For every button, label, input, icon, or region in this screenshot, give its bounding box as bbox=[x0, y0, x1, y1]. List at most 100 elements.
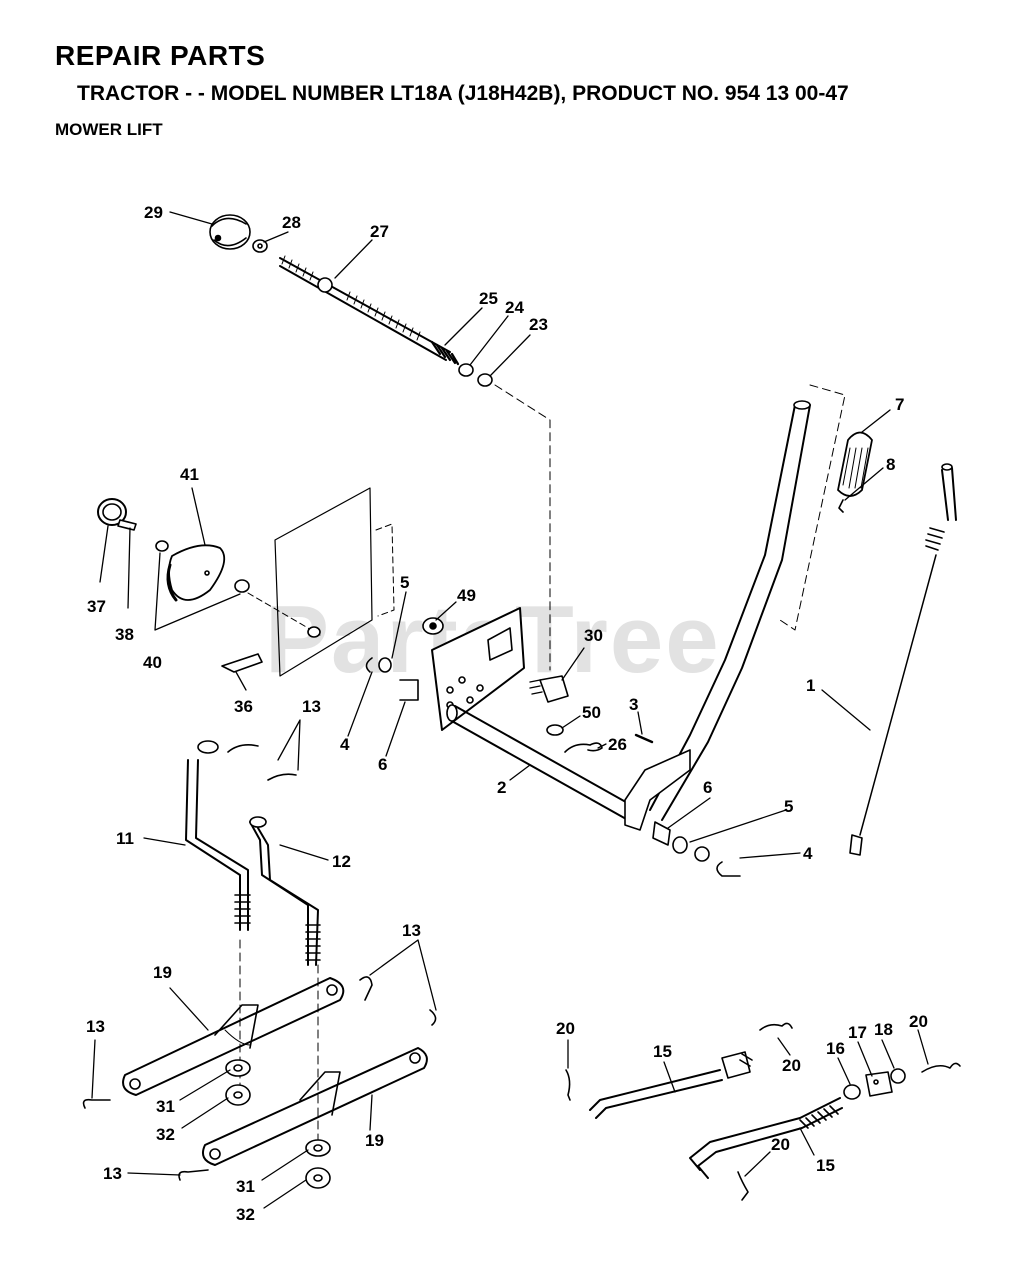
callout-50: 50 bbox=[582, 703, 601, 722]
pin-3 bbox=[634, 733, 654, 744]
callout-20c: 20 bbox=[909, 1012, 928, 1031]
block-17 bbox=[865, 1071, 893, 1097]
callout-6b: 6 bbox=[703, 778, 712, 797]
handle-grip-7 bbox=[837, 431, 873, 497]
clip-20d bbox=[737, 1171, 749, 1201]
nut-32b bbox=[305, 1167, 331, 1189]
callout-23: 23 bbox=[529, 315, 548, 334]
callout-7: 7 bbox=[895, 395, 904, 414]
clip-4a bbox=[365, 657, 373, 673]
bracket-36 bbox=[221, 653, 263, 673]
callout-31b: 31 bbox=[236, 1177, 255, 1196]
callout-18: 18 bbox=[874, 1020, 893, 1039]
page-title: REPAIR PARTS bbox=[55, 40, 266, 71]
callout-26: 26 bbox=[608, 735, 627, 754]
lift-arm-19a bbox=[122, 977, 345, 1096]
washer-24 bbox=[458, 363, 474, 377]
lift-bracket bbox=[431, 607, 525, 731]
callout-24: 24 bbox=[505, 298, 524, 317]
knob-37 bbox=[97, 498, 127, 526]
callout-4a: 4 bbox=[340, 735, 350, 754]
callout-labels: 29 28 27 25 24 23 7 8 41 37 38 40 5 49 3… bbox=[86, 203, 928, 1224]
washer-23 bbox=[477, 373, 493, 387]
bolt-38 bbox=[117, 519, 137, 531]
callout-5b: 5 bbox=[784, 797, 793, 816]
bushing-31b bbox=[305, 1139, 331, 1157]
section-title: MOWER LIFT bbox=[55, 120, 163, 139]
callout-41: 41 bbox=[180, 465, 199, 484]
callout-20a: 20 bbox=[556, 1019, 575, 1038]
clips-13b bbox=[359, 976, 437, 1026]
callout-20d: 20 bbox=[771, 1135, 790, 1154]
callout-15b: 15 bbox=[816, 1156, 835, 1175]
clip-13d bbox=[178, 1169, 209, 1181]
callout-13a: 13 bbox=[302, 697, 321, 716]
nut-50 bbox=[546, 724, 564, 736]
dash-lines-arms bbox=[239, 939, 319, 1161]
callout-2: 2 bbox=[497, 778, 506, 797]
switch-30 bbox=[529, 675, 569, 703]
nut-16 bbox=[843, 1084, 861, 1100]
callout-1: 1 bbox=[806, 676, 815, 695]
washer-5a bbox=[378, 657, 392, 673]
rod-1 bbox=[849, 463, 957, 856]
callout-3: 3 bbox=[629, 695, 638, 714]
callout-40: 40 bbox=[143, 653, 162, 672]
callout-13c: 13 bbox=[86, 1017, 105, 1036]
callout-11: 11 bbox=[116, 829, 134, 848]
model-subtitle: TRACTOR - - MODEL NUMBER LT18A (J18H42B)… bbox=[77, 82, 849, 105]
clip-26 bbox=[564, 742, 603, 753]
callout-29: 29 bbox=[144, 203, 163, 222]
callout-16: 16 bbox=[826, 1039, 845, 1058]
link-12 bbox=[249, 816, 321, 966]
bushing-31a bbox=[225, 1059, 251, 1077]
callout-37: 37 bbox=[87, 597, 106, 616]
callout-6a: 6 bbox=[378, 755, 387, 774]
lift-shaft-2 bbox=[446, 704, 641, 825]
callout-32a: 32 bbox=[156, 1125, 175, 1144]
cam-41 bbox=[166, 544, 226, 602]
callout-17: 17 bbox=[848, 1023, 867, 1042]
nut-28 bbox=[252, 239, 268, 253]
callout-32b: 32 bbox=[236, 1205, 255, 1224]
knob-29 bbox=[209, 214, 251, 250]
callout-5a: 5 bbox=[400, 573, 409, 592]
callout-38: 38 bbox=[115, 625, 134, 644]
clips-13a bbox=[227, 744, 297, 781]
callout-31a: 31 bbox=[156, 1097, 175, 1116]
callout-28: 28 bbox=[282, 213, 301, 232]
washer-18 bbox=[890, 1068, 906, 1084]
lift-handle bbox=[624, 384, 846, 831]
clip-20a bbox=[565, 1069, 571, 1101]
bushing-6a bbox=[399, 679, 419, 701]
callout-12: 12 bbox=[332, 852, 351, 871]
dash-line-40 bbox=[247, 592, 321, 636]
callout-13d: 13 bbox=[103, 1164, 122, 1183]
callout-36: 36 bbox=[234, 697, 253, 716]
rod-15a bbox=[589, 1051, 753, 1119]
callout-15a: 15 bbox=[653, 1042, 672, 1061]
clip-4b bbox=[716, 861, 741, 877]
callout-20b: 20 bbox=[782, 1056, 801, 1075]
clip-13c bbox=[82, 1098, 111, 1109]
threaded-rod-27 bbox=[279, 255, 451, 361]
callout-49: 49 bbox=[457, 586, 476, 605]
clip-20b bbox=[759, 1022, 793, 1031]
clip-20c bbox=[921, 1062, 961, 1073]
callout-19a: 19 bbox=[153, 963, 172, 982]
callout-27: 27 bbox=[370, 222, 389, 241]
callout-13b: 13 bbox=[402, 921, 421, 940]
link-11 bbox=[185, 740, 251, 931]
callout-4b: 4 bbox=[803, 844, 813, 863]
bushing-6b bbox=[652, 821, 671, 846]
spring-25 bbox=[430, 340, 460, 366]
frame-panel bbox=[274, 487, 395, 677]
washer-40a bbox=[155, 540, 169, 552]
nut-32a bbox=[225, 1084, 251, 1106]
lift-arm-19b bbox=[202, 1047, 428, 1166]
callout-8: 8 bbox=[886, 455, 895, 474]
washer-5b bbox=[672, 836, 688, 854]
dash-line-23 bbox=[494, 384, 551, 671]
button-8 bbox=[838, 499, 844, 513]
